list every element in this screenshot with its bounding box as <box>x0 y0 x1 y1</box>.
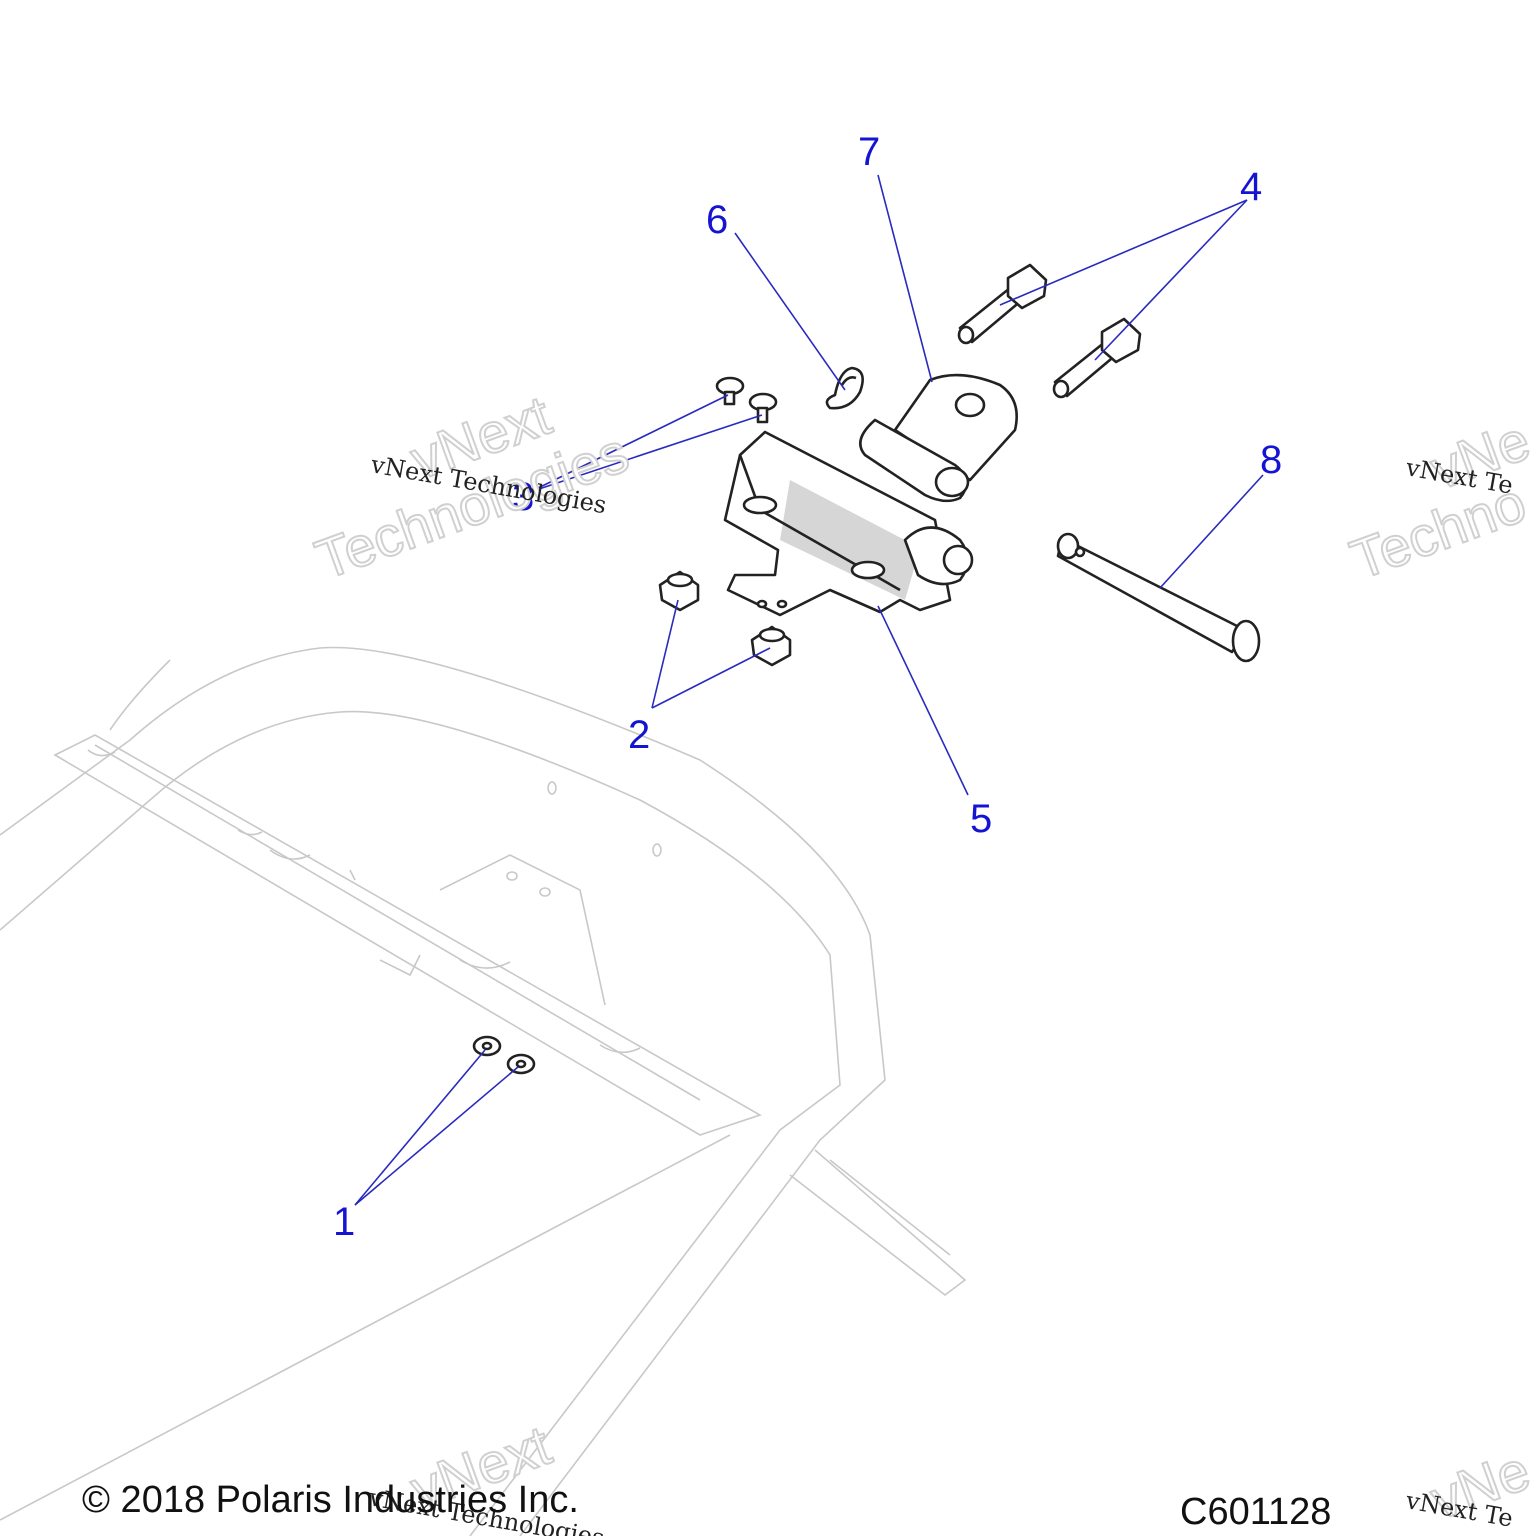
callout-8: 8 <box>1260 438 1282 482</box>
callouts: 1 2 3 4 5 6 7 8 <box>333 130 1282 1244</box>
rivet-part-3 <box>715 376 778 424</box>
clip-part-6 <box>825 366 864 410</box>
callout-4: 4 <box>1240 165 1262 209</box>
callout-2: 2 <box>628 713 650 757</box>
vehicle-frame <box>0 646 967 1536</box>
callout-6: 6 <box>706 198 728 242</box>
hinge-knuckle-part-7 <box>859 373 1018 503</box>
bracket-part-5 <box>723 430 974 617</box>
footer: © 2018 Polaris Industries Inc. C601128 <box>82 1479 1331 1533</box>
leader-lines <box>354 174 1264 1206</box>
washer-part-1 <box>472 1035 536 1075</box>
callout-7: 7 <box>858 130 880 174</box>
callout-1: 1 <box>333 1200 355 1244</box>
copyright-text: © 2018 Polaris Industries Inc. <box>82 1479 579 1521</box>
pin-part-8 <box>1056 532 1261 663</box>
figure-code: C601128 <box>1180 1491 1331 1533</box>
nut-part-2 <box>658 570 792 667</box>
callout-3: 3 <box>512 475 534 519</box>
callout-5: 5 <box>970 797 992 841</box>
